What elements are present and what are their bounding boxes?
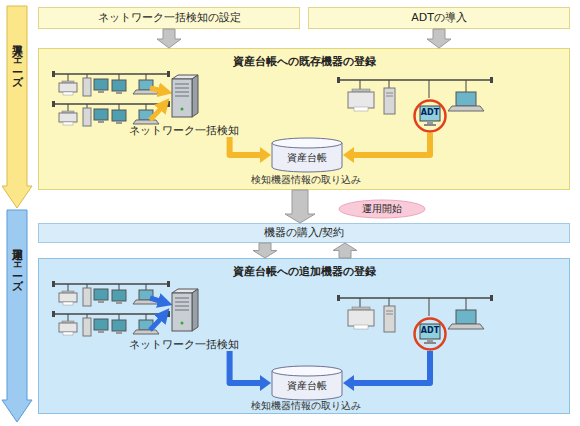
connector [333, 243, 357, 258]
arrow-head [260, 147, 271, 163]
node-text: 機器の購入/契約 [39, 226, 569, 239]
arrow-head [343, 375, 354, 391]
connector [343, 351, 430, 391]
connector [230, 137, 271, 163]
detect-arrow [150, 106, 163, 120]
connector [343, 133, 430, 163]
block-arrow [427, 29, 451, 48]
flow-line [230, 137, 261, 155]
step-bar: 機器の購入/契約 [38, 223, 570, 243]
node-text: ADTの導入 [309, 11, 569, 24]
adt-callout: ADT [413, 317, 447, 351]
lan-segment [337, 77, 493, 114]
connector [253, 243, 277, 258]
node-text: ADT [413, 108, 447, 118]
connector [427, 29, 451, 48]
start-oval: 運用開始 [338, 199, 426, 219]
flow-line [353, 351, 430, 383]
node-text: 資産台帳 [271, 152, 343, 164]
block-arrow [253, 243, 277, 258]
phase-arrow: 運用フェーズ [2, 210, 32, 422]
lan-segment [52, 71, 170, 96]
node-text: ネットワーク一括検知の設定 [39, 11, 299, 24]
connector [285, 190, 315, 223]
step-box: ネットワーク一括検知の設定 [38, 7, 300, 29]
flow-caption: 検知機器情報の取り込み [251, 174, 361, 186]
node-text: 運用フェーズ [10, 240, 23, 284]
ledger-database: 資産台帳 [271, 365, 343, 401]
block-arrow [285, 190, 315, 223]
block-arrow [333, 243, 357, 258]
node-text: ネットワーク一括検知 [124, 338, 244, 351]
server-node: ネットワーク一括検知 [124, 75, 244, 137]
phase-panel: 資産台帳への既存機器の登録ネットワーク一括検知 ADT 資産台帳 [38, 48, 570, 190]
node-text: 資産台帳 [271, 380, 343, 392]
connector [230, 351, 271, 391]
ledger-database: 資産台帳 [271, 137, 343, 173]
arrow-head [343, 147, 354, 163]
node-text: ネットワーク一括検知 [124, 124, 244, 137]
node-text: 導入フェーズ [10, 36, 23, 80]
adt-callout: ADT [413, 99, 447, 133]
step-box: ADTの導入 [308, 7, 570, 29]
panel-title: 資産台帳への追加機器の登録 [39, 265, 569, 278]
connector [157, 29, 181, 48]
server-node: ネットワーク一括検知 [124, 289, 244, 351]
phase-arrow: 導入フェーズ [2, 6, 32, 208]
arrow-head [260, 375, 271, 391]
lan-segment [52, 311, 170, 336]
node-text: 運用開始 [338, 203, 426, 215]
flow-line [353, 133, 430, 155]
lan-segment [52, 101, 170, 126]
flow-caption: 検知機器情報の取り込み [251, 400, 361, 412]
phase-panel: 資産台帳への追加機器の登録ネットワーク一括検知 ADT 資産台帳 [38, 258, 570, 414]
detect-arrow [150, 88, 163, 91]
panel-title: 資産台帳への既存機器の登録 [39, 55, 569, 68]
flow-line [230, 351, 261, 383]
detect-arrow [150, 316, 163, 330]
lan-segment [337, 295, 493, 332]
detect-arrow [150, 298, 163, 302]
lan-segment [52, 281, 170, 306]
node-text: ADT [413, 326, 447, 336]
block-arrow [157, 29, 181, 48]
